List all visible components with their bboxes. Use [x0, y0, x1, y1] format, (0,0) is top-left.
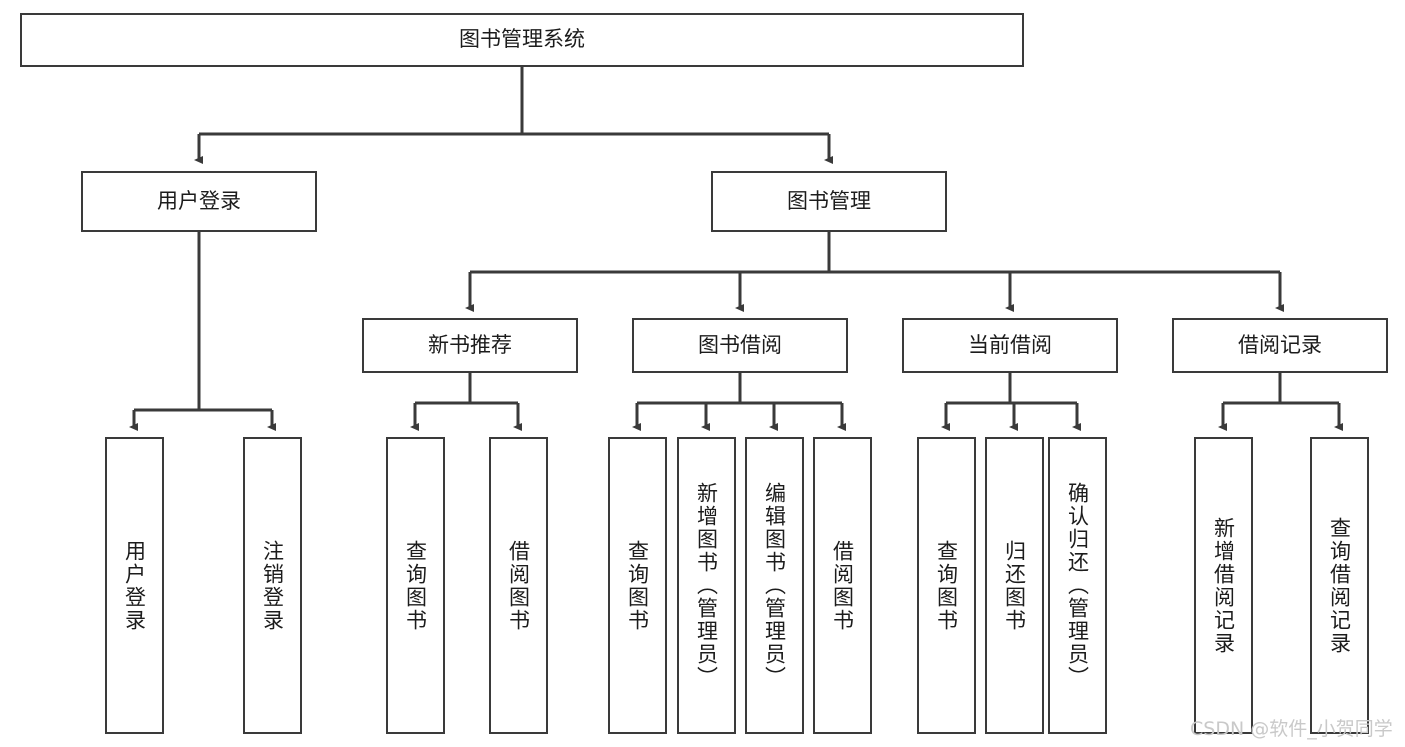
leaf-user-logout-label: 注销登录	[260, 539, 285, 632]
node-current-borrow[interactable]: 当前借阅	[902, 318, 1118, 373]
leaf-add-borrow-record[interactable]: 新增借阅记录	[1194, 437, 1253, 734]
leaf-query-book-3[interactable]: 查询图书	[917, 437, 976, 734]
leaf-borrow-book-2-label: 借阅图书	[830, 539, 855, 632]
leaf-borrow-book-2[interactable]: 借阅图书	[813, 437, 872, 734]
leaf-query-book-1-label: 查询图书	[403, 539, 428, 632]
leaf-add-book-label: 新增图书（管理员）	[694, 482, 719, 689]
node-borrow-record[interactable]: 借阅记录	[1172, 318, 1388, 373]
leaf-confirm-return[interactable]: 确认归还（管理员）	[1048, 437, 1107, 734]
node-borrow-record-label: 借阅记录	[1238, 332, 1322, 357]
leaf-query-book-2-label: 查询图书	[625, 539, 650, 632]
node-root[interactable]: 图书管理系统	[20, 13, 1024, 67]
node-book-manage-label: 图书管理	[787, 188, 871, 213]
leaf-query-book-1[interactable]: 查询图书	[386, 437, 445, 734]
leaf-borrow-book-1[interactable]: 借阅图书	[489, 437, 548, 734]
leaf-query-book-3-label: 查询图书	[934, 539, 959, 632]
leaf-borrow-book-1-label: 借阅图书	[506, 539, 531, 632]
leaf-query-borrow-record-label: 查询借阅记录	[1327, 516, 1352, 655]
leaf-user-logout[interactable]: 注销登录	[243, 437, 302, 734]
node-current-borrow-label: 当前借阅	[968, 332, 1052, 357]
leaf-return-book[interactable]: 归还图书	[985, 437, 1044, 734]
leaf-add-borrow-record-label: 新增借阅记录	[1211, 516, 1236, 655]
leaf-query-borrow-record[interactable]: 查询借阅记录	[1310, 437, 1369, 734]
leaf-user-login-label: 用户登录	[122, 539, 147, 632]
leaf-edit-book[interactable]: 编辑图书（管理员）	[745, 437, 804, 734]
node-user-login[interactable]: 用户登录	[81, 171, 317, 232]
node-new-book-recommend[interactable]: 新书推荐	[362, 318, 578, 373]
leaf-user-login[interactable]: 用户登录	[105, 437, 164, 734]
node-book-borrow-label: 图书借阅	[698, 332, 782, 357]
node-root-label: 图书管理系统	[459, 27, 585, 52]
leaf-edit-book-label: 编辑图书（管理员）	[762, 482, 787, 689]
node-book-manage[interactable]: 图书管理	[711, 171, 947, 232]
leaf-query-book-2[interactable]: 查询图书	[608, 437, 667, 734]
leaf-add-book[interactable]: 新增图书（管理员）	[677, 437, 736, 734]
leaf-confirm-return-label: 确认归还（管理员）	[1065, 482, 1090, 689]
node-user-login-label: 用户登录	[157, 188, 241, 213]
node-book-borrow[interactable]: 图书借阅	[632, 318, 848, 373]
leaf-return-book-label: 归还图书	[1002, 539, 1027, 632]
node-new-book-recommend-label: 新书推荐	[428, 332, 512, 357]
